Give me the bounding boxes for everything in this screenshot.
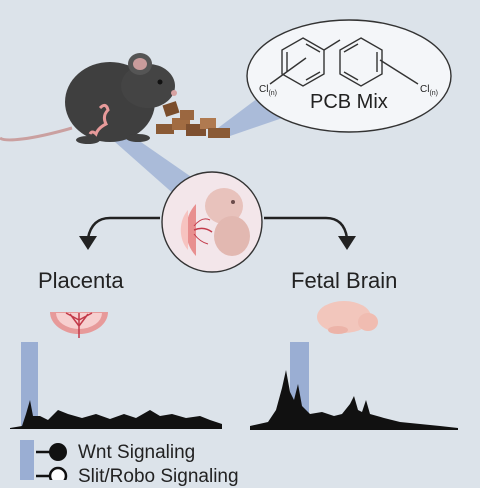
placenta-highlight-bar — [21, 342, 38, 428]
chlorine-left-subscript: (n) — [268, 90, 278, 97]
biphenyl-structure-icon — [269, 37, 419, 87]
chlorine-label-left: Cl(n) — [259, 84, 277, 97]
chlorine-left-symbol: Cl — [259, 84, 269, 95]
legend-bar — [20, 440, 34, 480]
brain-signal-trace — [250, 370, 458, 430]
placenta-label: Placenta — [38, 268, 124, 293]
arrow-head-placenta — [79, 236, 97, 250]
arrow-to-brain — [264, 216, 349, 239]
uterus-callout-wedge — [98, 122, 200, 196]
embryo-icon — [180, 188, 250, 256]
chlorine-right-symbol: Cl — [420, 84, 430, 95]
pcb-mix-label: PCB Mix — [310, 91, 388, 113]
placenta-signal-trace — [10, 400, 222, 429]
legend-slit-robo-label: Slit/Robo Signaling — [78, 466, 239, 487]
wnt-marker-filled-circle — [49, 443, 67, 461]
brain-icon — [317, 301, 378, 334]
slit-marker-open-circle — [48, 466, 68, 480]
arrow-to-placenta — [86, 216, 160, 239]
pcb-food-pellets-icon — [156, 101, 230, 138]
chlorine-label-right: Cl(n) — [420, 84, 438, 97]
chlorine-right-subscript: (n) — [429, 90, 439, 97]
pcb-bubble — [246, 19, 452, 133]
legend-wnt-label: Wnt Signaling — [78, 442, 196, 463]
embryo-circle — [161, 171, 263, 273]
arrow-head-brain — [338, 236, 356, 250]
placenta-icon — [50, 312, 108, 338]
mouse-icon — [0, 53, 177, 144]
fetal-brain-label: Fetal Brain — [291, 268, 398, 293]
